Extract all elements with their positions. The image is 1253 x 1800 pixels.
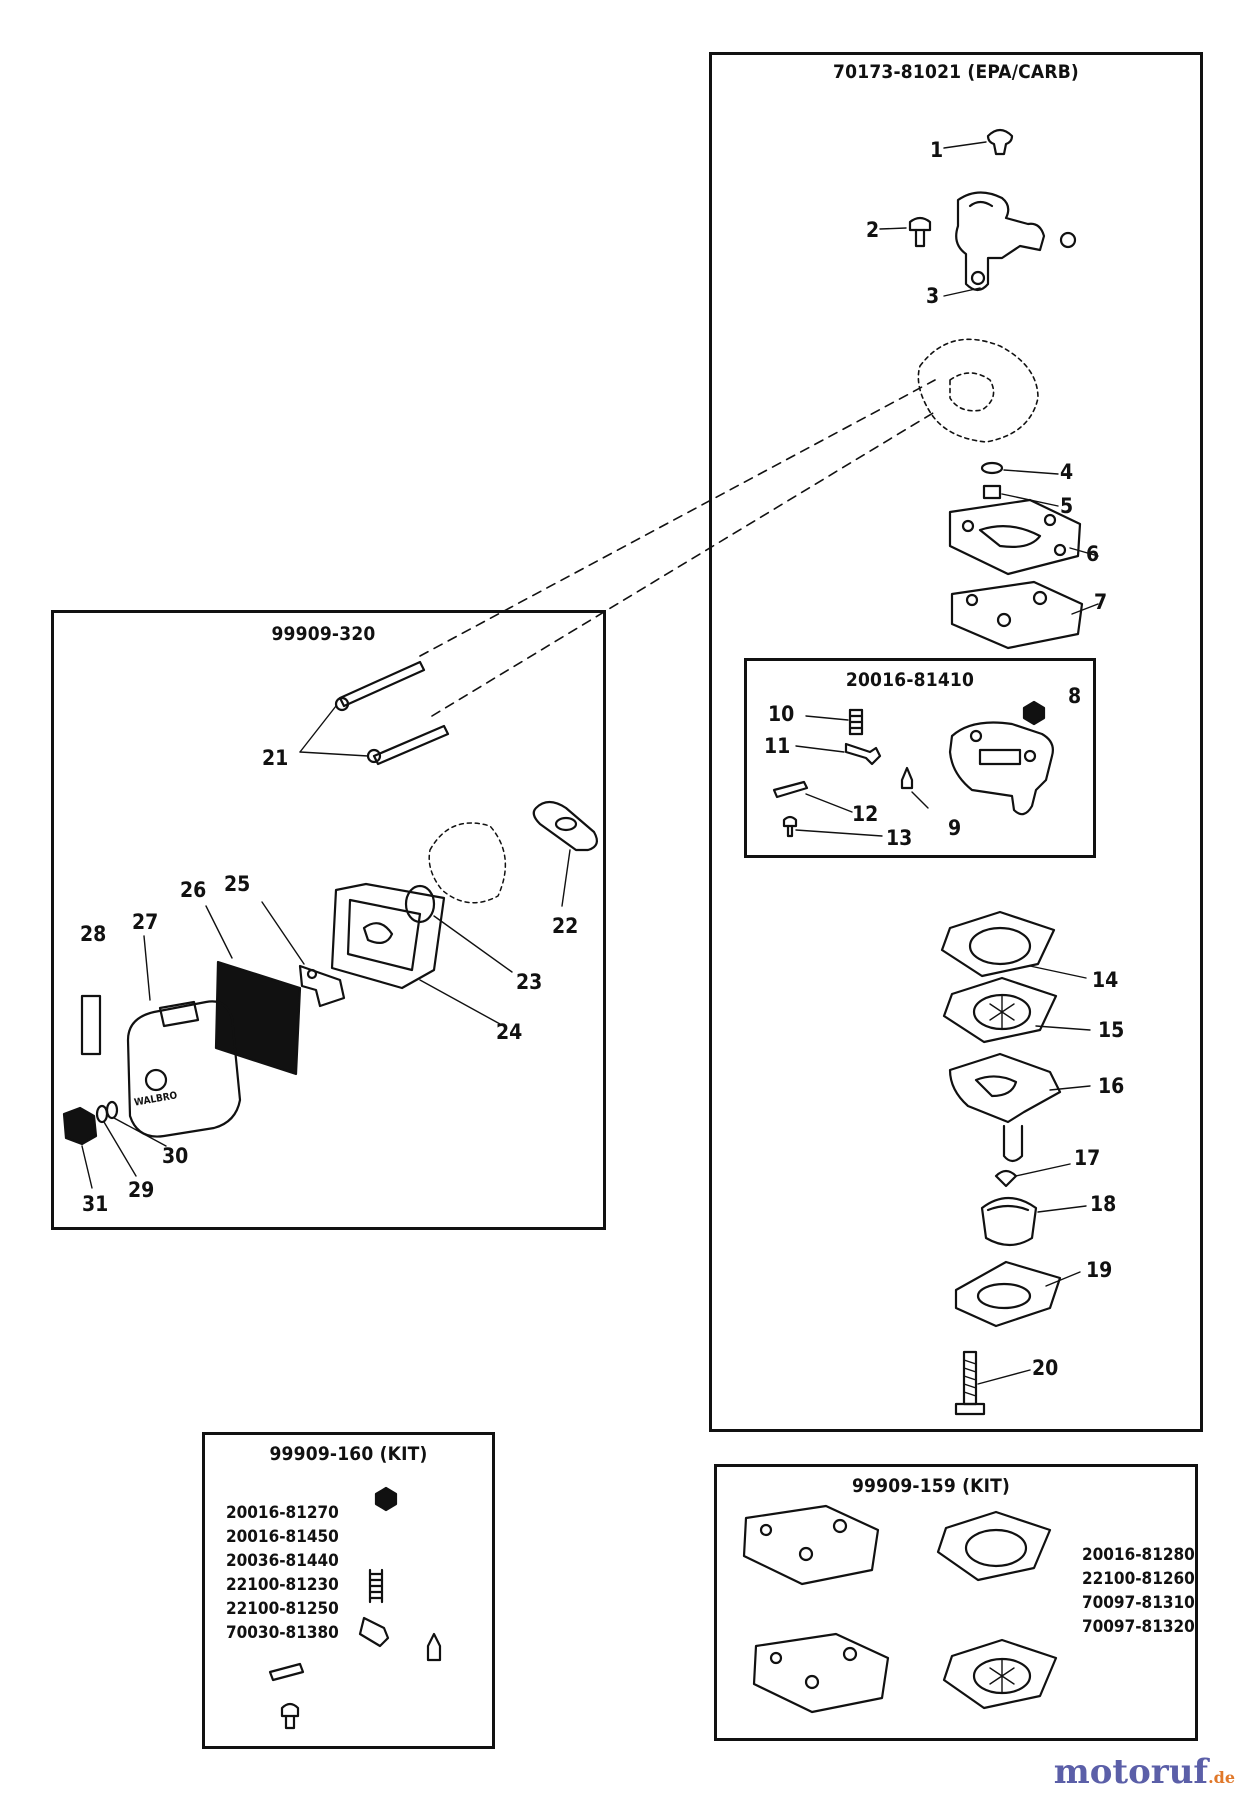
callout-4: 4	[1060, 460, 1074, 484]
watermark-suffix: .de	[1208, 1768, 1235, 1787]
seal-part	[980, 461, 1004, 475]
callout-7: 7	[1094, 590, 1108, 614]
callout-15: 15	[1098, 1018, 1125, 1042]
callout-30: 30	[162, 1144, 189, 1168]
callout-2: 2	[866, 218, 880, 242]
callout-20: 20	[1032, 1356, 1059, 1380]
bulb-retainer-part	[954, 1260, 1062, 1328]
kit-159-metering-gasket-icon	[936, 1510, 1052, 1582]
repair-kit-160-title: 99909-160 (KIT)	[269, 1443, 428, 1465]
callout-26: 26	[180, 878, 207, 902]
kit-160-spring-icon	[368, 1568, 384, 1604]
kit-160-part: 22100-81250	[226, 1599, 339, 1619]
air-cleaner-base-part	[330, 882, 446, 990]
carburetor-box: 70173-81021 (EPA/CARB)	[709, 52, 1203, 1432]
kit-160-screw-icon	[280, 1702, 300, 1730]
gasket-kit-159-box: 99909-159 (KIT)	[714, 1464, 1198, 1741]
callout-22: 22	[552, 914, 579, 938]
callout-14: 14	[1092, 968, 1119, 992]
kit-159-metering-diaphragm-icon	[942, 1638, 1058, 1710]
metering-lever-part	[844, 742, 882, 766]
metering-body-part	[948, 721, 1054, 816]
washer-part	[95, 1100, 119, 1124]
needle-assembly-box-title: 20016-81410	[845, 669, 975, 691]
air-cleaner-cover-part	[126, 1000, 242, 1138]
metering-cover-part	[948, 1052, 1062, 1163]
callout-21: 21	[262, 746, 289, 770]
kit-159-part: 22100-81260	[1082, 1569, 1195, 1589]
callout-27: 27	[132, 910, 159, 934]
kit-159-part: 70097-81310	[1082, 1593, 1195, 1613]
cover-screw-part	[954, 1350, 986, 1416]
air-cleaner-box: 99909-320	[51, 610, 606, 1230]
kit-160-needle-icon	[426, 1632, 442, 1662]
callout-6: 6	[1086, 542, 1100, 566]
o-ring-part	[404, 884, 436, 924]
kit-160-pin-icon	[268, 1662, 305, 1682]
screw-part	[908, 216, 932, 248]
throttle-assembly-part	[955, 191, 1077, 292]
kit-160-part: 22100-81230	[226, 1575, 339, 1595]
air-cleaner-box-title: 99909-320	[271, 623, 376, 645]
callout-5: 5	[1060, 494, 1074, 518]
callout-19: 19	[1086, 1258, 1113, 1282]
nut-part	[1022, 700, 1046, 726]
callout-12: 12	[852, 802, 879, 826]
knob-part	[62, 1106, 98, 1146]
primer-bulb-part	[980, 1196, 1038, 1247]
callout-1: 1	[930, 138, 944, 162]
kit-159-part: 70097-81320	[1082, 1617, 1195, 1637]
metering-gasket-part	[940, 910, 1056, 978]
callout-13: 13	[886, 826, 913, 850]
kit-160-part: 70030-81380	[226, 1623, 339, 1643]
callout-10: 10	[768, 702, 795, 726]
check-valve-part	[994, 1169, 1018, 1188]
callout-29: 29	[128, 1178, 155, 1202]
air-cleaner-phantom	[428, 822, 507, 904]
spring-part	[848, 708, 864, 736]
callout-17: 17	[1074, 1146, 1101, 1170]
kit-159-pump-gasket-icon	[742, 1504, 880, 1586]
lever-screw-part	[782, 815, 798, 838]
watermark-text: motoruf	[1053, 1752, 1209, 1792]
callout-9: 9	[948, 816, 962, 840]
callout-28: 28	[80, 922, 107, 946]
kit-160-part: 20016-81270	[226, 1503, 339, 1523]
watermark-logo: motoruf.de	[1054, 1752, 1235, 1792]
air-cleaner-gasket-part	[532, 800, 599, 852]
carburetor-box-title: 70173-81021 (EPA/CARB)	[833, 61, 1079, 83]
callout-23: 23	[516, 970, 543, 994]
callout-8: 8	[1068, 684, 1082, 708]
connector-lines	[419, 379, 939, 717]
kit-160-part: 20016-81450	[226, 1527, 339, 1547]
kit-160-lever-icon	[358, 1616, 390, 1648]
callout-25: 25	[224, 872, 251, 896]
carburetor-body-phantom	[917, 338, 1039, 443]
needle-assembly-box: 20016-81410	[744, 658, 1096, 858]
kit-159-pump-diaphragm-icon	[752, 1632, 890, 1714]
callout-18: 18	[1090, 1192, 1117, 1216]
callout-11: 11	[764, 734, 791, 758]
pump-body-part	[948, 498, 1082, 576]
choke-bracket-part	[298, 964, 346, 1008]
kit-160-nut-icon	[374, 1486, 398, 1512]
filter-element-part	[214, 960, 302, 1076]
metering-diaphragm-part	[942, 976, 1058, 1044]
kit-159-part: 20016-81280	[1082, 1545, 1195, 1565]
gasket-kit-159-title: 99909-159 (KIT)	[851, 1475, 1011, 1497]
callout-3: 3	[926, 284, 940, 308]
inlet-screen-part	[982, 484, 1002, 500]
callout-31: 31	[82, 1192, 109, 1216]
warning-label-part	[80, 994, 102, 1056]
air-cleaner-screws-part	[334, 660, 450, 766]
pin-part	[772, 780, 809, 799]
primer-cap-part	[986, 128, 1014, 156]
callout-16: 16	[1098, 1074, 1125, 1098]
inlet-needle-part	[900, 766, 914, 790]
callout-24: 24	[496, 1020, 523, 1044]
kit-160-part: 20036-81440	[226, 1551, 339, 1571]
pump-gasket-part	[950, 580, 1084, 650]
repair-kit-160-box: 99909-160 (KIT)	[202, 1432, 495, 1749]
